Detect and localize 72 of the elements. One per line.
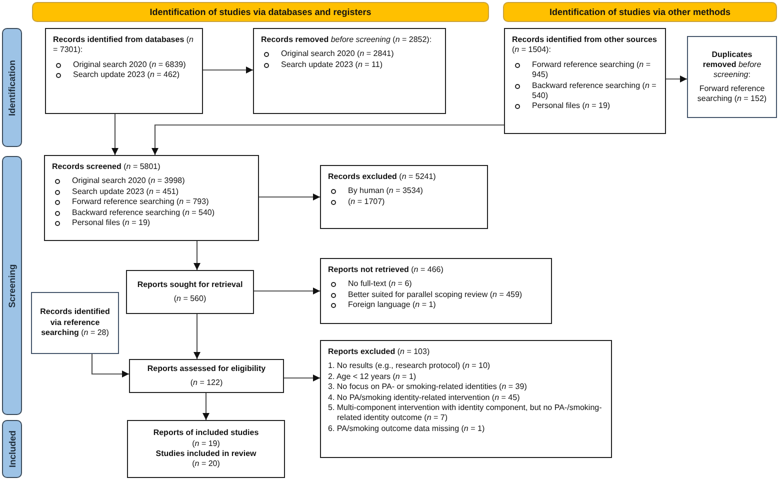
list-item: 2. Age < 12 years (n = 1): [328, 372, 418, 382]
process-box: [45, 28, 203, 114]
arrow: [152, 124, 504, 155]
arrow: [112, 114, 118, 155]
phase-band: [2, 420, 22, 478]
arrow: [203, 66, 253, 74]
box-heading: Reports of included studies: [152, 428, 260, 439]
list-item: 4. No PA/smoking identity-related intervention (n = 45): [328, 392, 521, 403]
box-heading: Reports not retrieved (n = 466): [328, 265, 444, 276]
list-item: 1. No results (e.g., research protocol) (n = 10): [328, 361, 492, 372]
process-box: [31, 292, 119, 354]
process-box: [320, 258, 552, 324]
list-item: 3. No focus on PA- or smoking-related identities (n = 39): [328, 382, 528, 393]
list-item: Forward reference searching (n = 793): [52, 197, 251, 208]
process-box: [320, 165, 488, 229]
list-item: Foreign language (n = 1): [328, 300, 544, 311]
process-box: [129, 359, 284, 393]
box-heading: Records removed before screening (n = 2852):: [261, 35, 433, 46]
process-box: [504, 28, 666, 134]
box-heading: Records screened (n = 5801): [52, 162, 162, 172]
list-item: (n = 20): [191, 459, 221, 470]
list-item: (n = 122): [189, 378, 224, 388]
section-header: Identification of studies via databases and registers: [32, 2, 489, 22]
list-item: Search update 2023 (n = 11): [261, 60, 438, 70]
list-item: No full-text (n = 6): [328, 279, 544, 290]
arrow: [254, 288, 320, 294]
list-item: (n = 19): [191, 438, 221, 449]
list-item: Forward reference searching (n = 152): [696, 84, 768, 104]
phase-label: Identification: [7, 60, 17, 116]
list-item: 6. PA/smoking outcome data missing (n = 1): [328, 424, 486, 434]
list-item: Personal files (n = 19): [52, 218, 251, 228]
phase-label: Included: [7, 430, 17, 468]
box-heading: Reports excluded (n = 103): [328, 347, 431, 358]
arrow: [91, 354, 129, 378]
list-item: Original search 2020 (n = 3998): [52, 176, 251, 187]
arrow: [666, 76, 687, 82]
phase-band: [2, 156, 22, 415]
list-item: Original search 2020 (n = 6839): [53, 60, 195, 70]
arrow: [194, 241, 200, 270]
process-box: [127, 420, 285, 478]
list-item: Search update 2023 (n = 451): [52, 186, 251, 198]
list-item: Backward reference searching (n = 540): [512, 80, 658, 102]
box-heading: Records identified via reference searching (n = 28): [39, 307, 111, 339]
process-box: [320, 340, 612, 458]
process-box: [44, 155, 259, 241]
list-item: Original search 2020 (n = 2841): [261, 49, 438, 60]
process-box: [253, 28, 446, 114]
box-heading: Reports assessed for eligibility: [146, 364, 267, 374]
list-item: Studies included in review: [154, 449, 258, 460]
phase-label: Screening: [7, 264, 17, 308]
box-heading: Records identified from other sources (n = 1504):: [512, 35, 658, 56]
phase-band: [2, 28, 22, 147]
process-box: [687, 36, 777, 118]
list-item: Forward reference searching (n = 945): [512, 60, 658, 81]
list-item: Personal files (n = 19): [512, 101, 658, 112]
box-heading: Reports sought for retrieval: [136, 280, 244, 290]
section-header: Identification of studies via other methods: [503, 2, 777, 22]
arrow: [202, 393, 210, 420]
list-item: Better suited for parallel scoping review (n = 459): [328, 290, 544, 300]
process-box: [126, 270, 254, 314]
box-heading: Records excluded (n = 5241): [328, 172, 437, 182]
list-item: (n = 560): [172, 294, 208, 304]
list-item: (n = 1707): [328, 196, 480, 208]
list-item: By human (n = 3534): [328, 186, 480, 197]
list-item: Search update 2023 (n = 462): [53, 70, 195, 81]
box-heading: Duplicates removed before screening:: [702, 50, 762, 81]
box-heading: Records identified from databases (n = 7301):: [53, 35, 194, 56]
list-item: Backward reference searching (n = 540): [52, 208, 251, 218]
arrow: [194, 314, 200, 359]
list-item: 5. Multi-component intervention with identity component, but no PA-/smoking-related identity outcome (n = 7): [328, 402, 603, 424]
arrow: [259, 194, 320, 200]
arrow: [284, 374, 320, 382]
